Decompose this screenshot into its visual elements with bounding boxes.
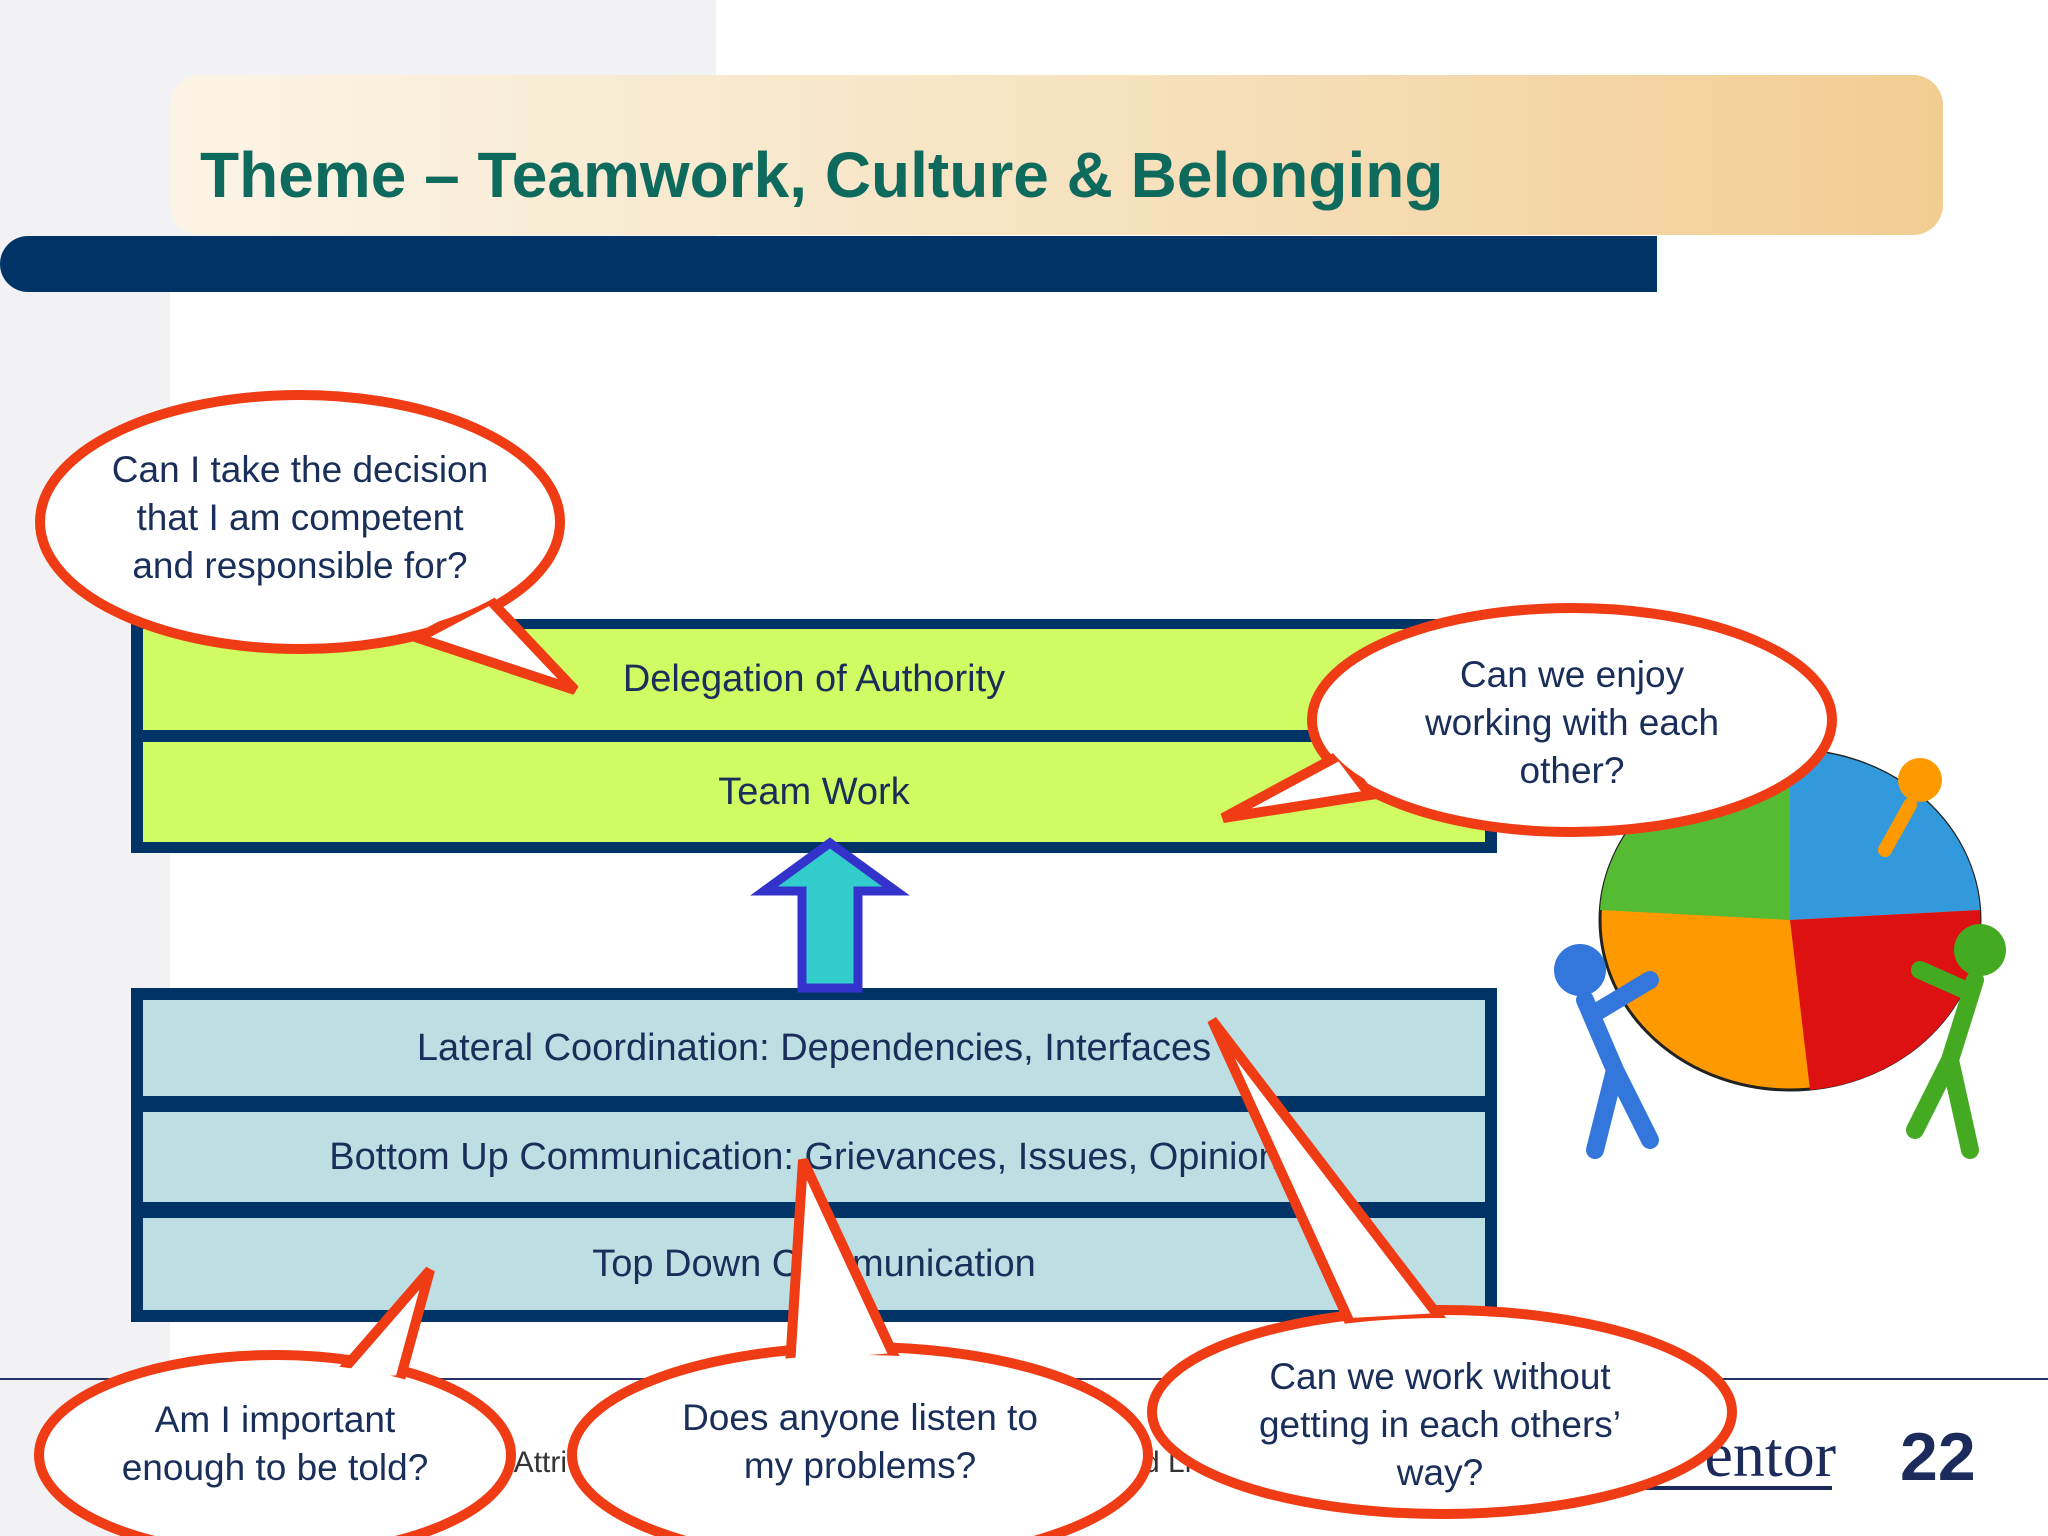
- title-banner: [170, 75, 1943, 235]
- callout-decision-text: Can I take the decision that I am compet…: [111, 449, 489, 586]
- callout-work-without-tail: [1207, 1016, 1450, 1329]
- callout-important-text: Am I important enough to be told?: [121, 1399, 429, 1488]
- callout-enjoy-text: Can we enjoy working with each other?: [1424, 654, 1720, 791]
- callout-listen-tail: [784, 1157, 903, 1372]
- page-number: 22: [1900, 1419, 1976, 1495]
- puzzle-team-illustration: [1554, 748, 2006, 1159]
- band-lateral-coordination: Lateral Coordination: Dependencies, Inte…: [143, 1000, 1485, 1096]
- callout-decision-tail: [405, 593, 579, 695]
- callout-listen-text: Does anyone listen to my problems?: [682, 1397, 1038, 1486]
- callout-work-without-text: Can we work without getting in each othe…: [1258, 1356, 1621, 1493]
- up-arrow-icon: [750, 837, 910, 993]
- footer-logo-underline: [1600, 1486, 1832, 1490]
- header-navy-bar: [0, 236, 1657, 292]
- slide-title: Theme – Teamwork, Culture & Belonging: [200, 139, 1444, 211]
- callout-enjoy-tail: [1220, 748, 1379, 823]
